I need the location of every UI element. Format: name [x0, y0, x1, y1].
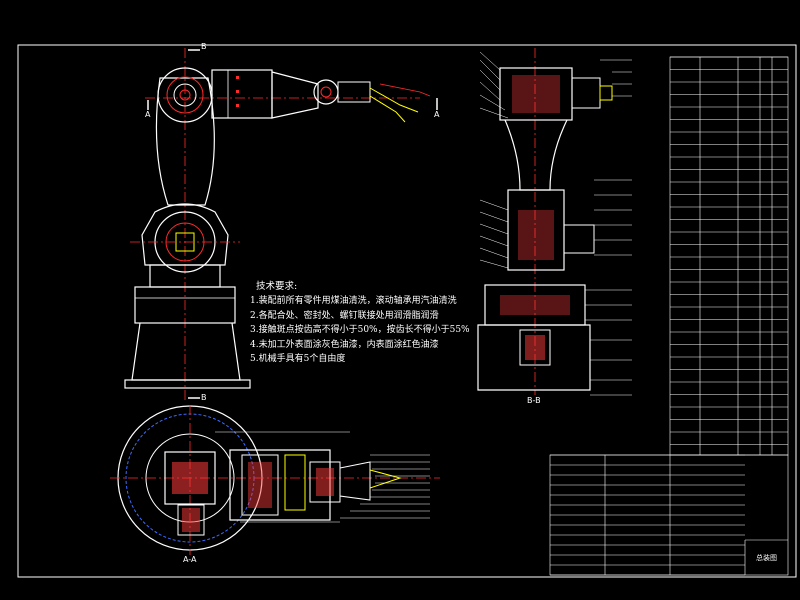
section-label-a-left: A [145, 110, 151, 119]
section-label-b-bottom: B [201, 393, 207, 402]
tech-req-item: 1.装配前所有零件用煤油清洗，滚动轴承用汽油清洗 [250, 296, 457, 307]
sheet-border [17, 44, 797, 578]
section-label-a-right: A [434, 110, 440, 119]
section-aa-view [110, 405, 440, 555]
tech-req-item: 3.接触斑点按齿高不得小于50%，按齿长不得小于55% [250, 325, 470, 336]
parts-list-table [669, 56, 789, 456]
section-bb-view [477, 48, 632, 396]
technical-requirements: 技术要求: 1.装配前所有零件用煤油清洗，滚动轴承用汽油清洗 2.各配合处、密封… [250, 280, 470, 366]
title-block-name: 总装图 [756, 554, 777, 562]
section-label-bb: B-B [527, 396, 541, 405]
section-label-b-top: B [201, 42, 207, 51]
tech-req-item: 5.机械手具有5个自由度 [250, 354, 346, 365]
tech-req-title: 技术要求: [256, 281, 298, 292]
section-label-aa: A-A [183, 555, 197, 564]
tech-req-item: 4.未加工外表面涂灰色油漆，内表面涂红色油漆 [250, 339, 439, 350]
front-view [124, 48, 438, 400]
tech-req-item: 2.各配合处、密封处、螺钉联接处用润滑脂润滑 [250, 310, 439, 321]
